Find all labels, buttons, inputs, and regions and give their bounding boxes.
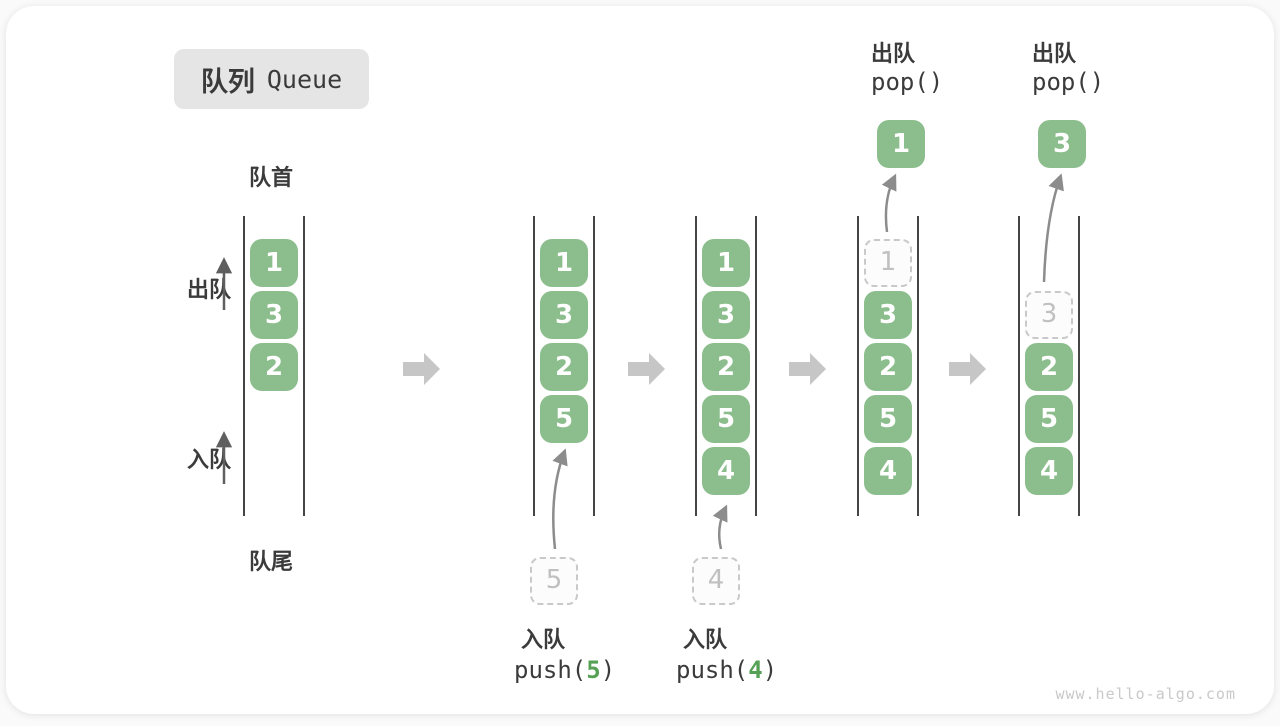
queue-item: 5 [702, 395, 750, 443]
queue-item: 3 [702, 291, 750, 339]
queue-item-ghost: 3 [1025, 291, 1073, 339]
dequeue-op-code: pop() [1032, 68, 1104, 96]
queue-item: 5 [1025, 395, 1073, 443]
queue-item: 5 [540, 395, 588, 443]
queue-item: 2 [250, 343, 298, 391]
queue-item: 3 [540, 291, 588, 339]
state-transition-arrow-icon [789, 353, 826, 385]
enqueue-op-label: 入队 [683, 627, 728, 652]
enqueue-op-code: push(4) [676, 656, 777, 684]
dequeue-side-label: 出队 [187, 277, 232, 302]
title-zh: 队列 [200, 66, 255, 97]
popped-item: 3 [1038, 120, 1086, 168]
dequeue-op-code-code_post: ) [1089, 68, 1105, 96]
queue-item: 2 [1025, 343, 1073, 391]
queue-column [533, 216, 595, 516]
enqueue-side-label: 入队 [187, 447, 232, 472]
queue-rear-label: 队尾 [249, 549, 294, 574]
queue-item: 3 [250, 291, 298, 339]
title-en: Queue [266, 64, 343, 94]
enqueue-op-code-code_post: ) [600, 656, 616, 684]
queue-item: 2 [864, 343, 912, 391]
queue-column [243, 216, 305, 516]
enqueue-op-code: push(5) [514, 656, 615, 684]
dequeue-op-label: 出队 [871, 41, 916, 66]
queue-item: 1 [540, 239, 588, 287]
queue-item: 1 [250, 239, 298, 287]
popped-item: 1 [877, 120, 925, 168]
queue-item: 5 [864, 395, 912, 443]
queue-column [857, 216, 919, 516]
dequeue-op-label: 出队 [1032, 41, 1077, 66]
state-transition-arrow-icon [403, 353, 440, 385]
enqueue-op-code-code_arg: 5 [586, 656, 601, 684]
dequeue-op-code-code_post: ) [928, 68, 944, 96]
queue-item: 4 [1025, 447, 1073, 495]
staged-item-ghost: 4 [692, 557, 740, 605]
enqueue-op-code-code_pre: push( [514, 656, 587, 684]
dequeue-op-code-code_pre: pop( [871, 68, 929, 96]
queue-item: 4 [864, 447, 912, 495]
watermark: www.hello-algo.com [1055, 685, 1236, 703]
state-transition-arrow-icon [628, 353, 665, 385]
enqueue-op-code-code_post: ) [762, 656, 778, 684]
queue-front-label: 队首 [249, 165, 294, 190]
enqueue-op-code-code_arg: 4 [748, 656, 763, 684]
title-badge: 队列 Queue [174, 49, 369, 109]
queue-item-ghost: 1 [864, 239, 912, 287]
queue-item: 2 [540, 343, 588, 391]
queue-item: 2 [702, 343, 750, 391]
state-transition-arrow-icon [949, 353, 986, 385]
dequeue-op-code-code_pre: pop( [1032, 68, 1090, 96]
queue-item: 1 [702, 239, 750, 287]
queue-item: 3 [864, 291, 912, 339]
staged-item-ghost: 5 [530, 557, 578, 605]
arrows-overlay [215, 173, 1064, 550]
enqueue-op-label: 入队 [521, 627, 566, 652]
queue-column [695, 216, 757, 516]
dequeue-op-code: pop() [871, 68, 943, 96]
queue-column [1018, 216, 1080, 516]
queue-item: 4 [702, 447, 750, 495]
enqueue-op-code-code_pre: push( [676, 656, 749, 684]
